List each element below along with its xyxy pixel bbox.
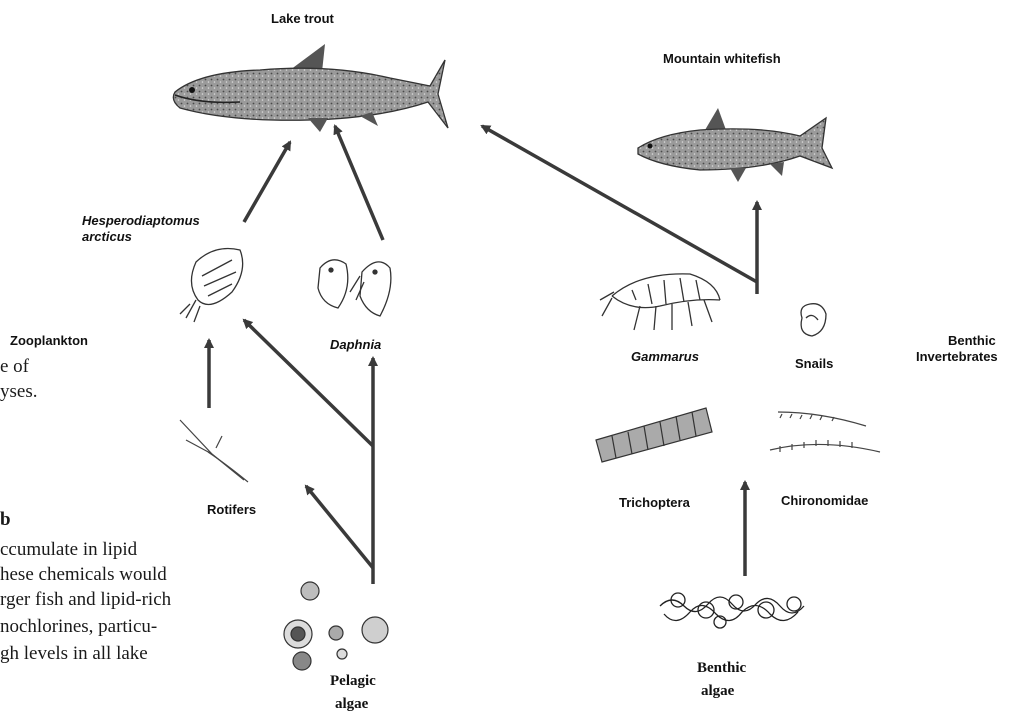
background-text-3: b [0, 508, 11, 531]
background-text-2: yses. [0, 380, 37, 403]
label-zooplankton: Zooplankton [10, 333, 88, 348]
trichoptera-drawing [596, 408, 712, 462]
arrow-hesperodiaptomus-to-lake-trout [244, 142, 290, 222]
background-text-6: rger fish and lipid-rich [0, 588, 171, 611]
label-chironomidae: Chironomidae [781, 493, 868, 508]
arrow-pelagic-to-rotifers [306, 486, 373, 568]
label-trichoptera: Trichoptera [619, 495, 690, 510]
label-hesperodiaptomus: Hesperodiaptomus [82, 213, 200, 228]
label-benthic-invertebrates-2: Invertebrates [916, 349, 998, 364]
gammarus-drawing [600, 274, 720, 330]
chironomidae-drawing [770, 412, 880, 452]
label-benthic: Benthic [697, 658, 746, 678]
label-mountain-whitefish: Mountain whitefish [663, 51, 781, 66]
arrow-daphnia-to-lake-trout [335, 126, 383, 240]
label-benthic-algae: algae [701, 681, 734, 701]
label-lake-trout: Lake trout [271, 11, 334, 26]
rotifer-drawing [180, 420, 248, 482]
background-text-4: ccumulate in lipid [0, 538, 137, 561]
label-pelagic: Pelagic [330, 671, 376, 691]
pelagic-algae-drawing [284, 582, 388, 670]
label-rotifers: Rotifers [207, 502, 256, 517]
snail-drawing [801, 304, 826, 336]
label-daphnia: Daphnia [330, 337, 381, 352]
label-arcticus: arcticus [82, 229, 132, 244]
daphnia-drawing [318, 260, 391, 316]
mountain-whitefish-drawing [638, 108, 832, 182]
label-snails: Snails [795, 356, 833, 371]
label-benthic-invertebrates-1: Benthic [948, 333, 996, 348]
copepod-drawing [180, 249, 243, 323]
benthic-algae-drawing [660, 593, 804, 628]
lake-trout-drawing [173, 44, 448, 132]
label-pelagic-algae: algae [335, 694, 368, 714]
label-gammarus: Gammarus [631, 349, 699, 364]
background-text-8: gh levels in all lake [0, 642, 148, 665]
background-text-1: e of [0, 355, 29, 378]
background-text-5: hese chemicals would [0, 563, 167, 586]
background-text-7: nochlorines, particu- [0, 615, 157, 638]
